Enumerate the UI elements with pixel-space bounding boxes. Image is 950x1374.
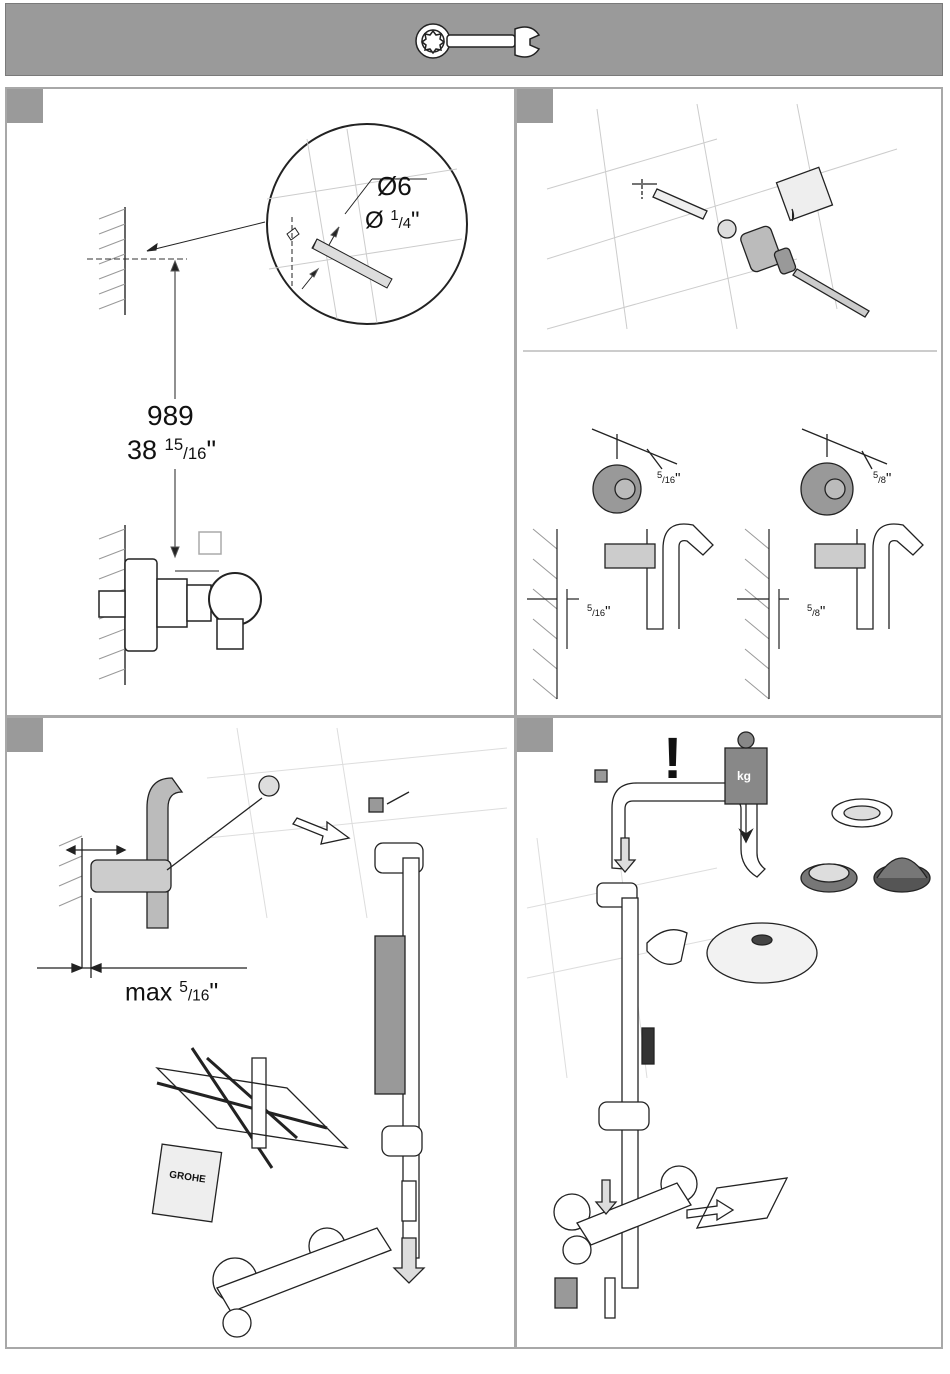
fraction-numerator: 15: [165, 435, 184, 454]
shower-head-assembly-illustration: [517, 718, 943, 1349]
rail-mounting-illustration: [7, 718, 516, 1349]
header-bar: [5, 3, 943, 76]
fraction-denominator: /16: [592, 608, 605, 618]
inch-mark: ": [820, 603, 825, 620]
drill-diameter-inch: Ø 1/4": [365, 209, 420, 233]
warning-mark: !: [663, 730, 682, 788]
drill-diameter-mm: Ø6: [377, 173, 412, 199]
left-rosette-depth-label: 5/16": [657, 471, 680, 486]
fraction-denominator: /16: [188, 988, 210, 1005]
step-1-panel: Ø6 Ø 1/4" 989 38 15/16": [5, 87, 516, 717]
inch-mark: ": [411, 207, 420, 234]
drill-diameter-prefix: Ø: [365, 207, 390, 234]
fraction-denominator: /16: [183, 444, 206, 463]
wrench-icon: [411, 19, 546, 63]
fraction-denominator: /8: [878, 475, 886, 485]
step-3-panel: GROHE max 5/16": [5, 716, 516, 1349]
fraction-numerator: 5: [179, 979, 188, 996]
weight-unit-label: kg: [737, 770, 751, 782]
inch-mark: ": [675, 470, 680, 487]
height-inch: 38 15/16": [127, 437, 216, 464]
fraction-denominator: /4: [399, 216, 411, 232]
step-4-panel: ! kg: [515, 716, 943, 1349]
inch-mark: ": [206, 435, 216, 465]
anchor-assembly-illustration: [517, 89, 943, 717]
step-2-panel: 5/16" 5/16" 5/8" 5/8": [515, 87, 943, 717]
fraction-denominator: /16: [662, 475, 675, 485]
left-wall-gap-label: 5/16": [587, 604, 610, 619]
right-rosette-depth-label: 5/8": [873, 471, 891, 486]
height-inch-whole: 38: [127, 435, 165, 465]
wall-drilling-illustration: [7, 89, 516, 717]
inch-mark: ": [605, 603, 610, 620]
inch-mark: ": [209, 979, 218, 1007]
inch-mark: ": [886, 470, 891, 487]
height-mm: 989: [147, 402, 194, 430]
fraction-denominator: /8: [812, 608, 820, 618]
fraction-numerator: 1: [390, 208, 398, 224]
max-wall-gap-label: max 5/16": [125, 980, 218, 1006]
max-prefix: max: [125, 979, 179, 1007]
right-wall-gap-label: 5/8": [807, 604, 825, 619]
